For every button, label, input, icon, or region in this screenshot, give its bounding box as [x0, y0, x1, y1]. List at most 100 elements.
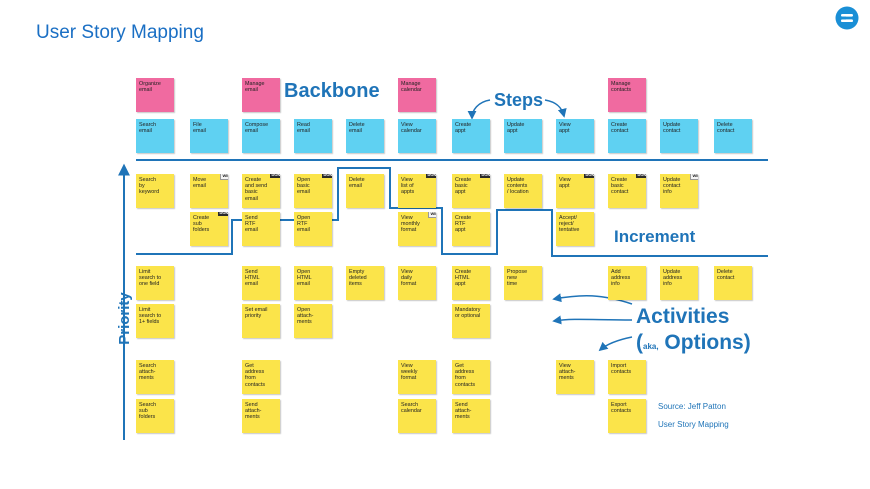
sticky-note-create-html-appt: Create HTML appt	[452, 266, 490, 300]
sticky-note-text: View appt	[559, 177, 571, 190]
sticky-note-text: Open HTML email	[297, 269, 312, 288]
sticky-note-mandatory-or-optional: Mandatory or optional	[452, 304, 490, 338]
source-credit: Source: Jeff Patton	[658, 402, 726, 411]
sticky-note-text: Limit search to one field	[139, 269, 162, 288]
sticky-note-text: Get address from contacts	[455, 363, 476, 388]
sticky-note-text: Limit search to 1+ fields	[139, 307, 162, 326]
sticky-note-search-email: Search email	[136, 119, 174, 153]
sticky-note-text: View weekly format	[401, 363, 418, 382]
sticky-note-text: Get address from contacts	[245, 363, 266, 388]
sticky-note-propose-new-time: Propose new time	[504, 266, 542, 300]
sticky-note-text: Move email	[193, 177, 207, 190]
sticky-note-view-weekly-format: View weekly format	[398, 360, 436, 394]
sticky-note-update-contact: Update contact	[660, 119, 698, 153]
sticky-note-create-basic-contact: Create basic contact DONE	[608, 174, 646, 208]
done-badge: DONE	[636, 174, 646, 178]
sticky-note-text: Update contact info	[663, 177, 681, 196]
sticky-note-move-email: Move email WIP	[190, 174, 228, 208]
sticky-note-create-send-basic-email: Create and send basic emailDONE	[242, 174, 280, 208]
sticky-note-send-attachments: Send attach- ments	[242, 399, 280, 433]
sticky-note-search-sub-folders: Search sub folders	[136, 399, 174, 433]
sticky-note-text: Send attach- ments	[455, 402, 472, 421]
sticky-note-text: Manage contacts	[611, 81, 632, 94]
sticky-note-send-attachments-2: Send attach- ments	[452, 399, 490, 433]
sticky-note-file-email: File email	[190, 119, 228, 153]
sticky-note-get-address-from-contacts-2: Get address from contacts	[452, 360, 490, 394]
sticky-note-text: Export contacts	[611, 402, 632, 415]
sticky-note-limit-search-1plus-fields: Limit search to 1+ fields	[136, 304, 174, 338]
sticky-note-open-rtf-email: Open RTF email	[294, 212, 332, 246]
priority-label: Priority	[115, 292, 133, 345]
sticky-note-text: Organize email	[139, 81, 161, 94]
done-badge: DONE	[322, 174, 332, 178]
options-label: (aka, Options)	[636, 331, 751, 355]
sticky-note-text: Create basic contact	[611, 177, 629, 196]
sticky-note-read-email: Read email	[294, 119, 332, 153]
done-badge: DONE	[218, 212, 228, 216]
sticky-note-view-daily-format: View daily format	[398, 266, 436, 300]
sticky-note-text: Update contact	[663, 122, 681, 135]
sticky-note-text: Open attach- ments	[297, 307, 314, 326]
sticky-note-delete-items: Delete email	[346, 174, 384, 208]
sticky-note-create-rtf-appt: Create RTF appt	[452, 212, 490, 246]
activities-label: Activities	[636, 305, 730, 328]
sticky-note-text: Search sub folders	[139, 402, 157, 421]
increment-label: Increment	[614, 227, 696, 246]
wip-badge: WIP	[428, 212, 436, 218]
sticky-note-text: Create contact	[611, 122, 629, 135]
sticky-note-create-sub-folders: Create sub foldersDONE	[190, 212, 228, 246]
sticky-note-text: Import contacts	[611, 363, 632, 376]
sticky-note-text: Empty deleted items	[349, 269, 367, 288]
sticky-note-text: Delete contact	[717, 122, 735, 135]
sticky-note-compose-email: Compose email	[242, 119, 280, 153]
steps-arrow-left	[467, 99, 491, 120]
sticky-note-create-appt: Create appt	[452, 119, 490, 153]
sticky-note-text: Mandatory or optional	[455, 307, 481, 320]
sticky-note-search-by-keyword: Search by keyword	[136, 174, 174, 208]
sticky-note-text: View appt	[559, 122, 571, 135]
wip-badge: WIP	[220, 174, 228, 180]
sticky-note-text: Delete email	[349, 122, 365, 135]
sticky-note-text: View monthly format	[401, 215, 420, 234]
sticky-note-text: Delete email	[349, 177, 365, 190]
wip-badge: WIP	[690, 174, 698, 180]
sticky-note-text: Read email	[297, 122, 310, 135]
sticky-note-send-html-email: Send HTML email	[242, 266, 280, 300]
sticky-note-text: Update appt	[507, 122, 525, 135]
sticky-note-update-appt: Update appt	[504, 119, 542, 153]
sticky-note-limit-search-one-field: Limit search to one field	[136, 266, 174, 300]
done-badge: DONE	[480, 174, 490, 178]
sticky-note-delete-contact-2: Delete contact	[714, 266, 752, 300]
sticky-note-text: View daily format	[401, 269, 417, 288]
sticky-note-update-contents-location: Update contents / location	[504, 174, 542, 208]
sticky-note-text: Add address info	[611, 269, 631, 288]
done-badge: DONE	[584, 174, 594, 178]
options-text: Options)	[658, 331, 751, 354]
sticky-note-delete-email: Delete email	[346, 119, 384, 153]
options-open-paren: (	[636, 331, 643, 354]
backbone-label: Backbone	[284, 80, 380, 102]
sticky-note-text: View attach- ments	[559, 363, 576, 382]
sticky-note-manage-email: Manage email	[242, 78, 280, 112]
sticky-note-import-contacts: Import contacts	[608, 360, 646, 394]
sticky-note-text: Propose new time	[507, 269, 528, 288]
sticky-note-create-basic-appt: Create basic apptDONE	[452, 174, 490, 208]
sticky-note-text: File email	[193, 122, 206, 135]
sticky-note-text: View calendar	[401, 122, 422, 135]
sticky-note-text: Manage email	[245, 81, 265, 94]
sticky-note-organize-email: Organize email	[136, 78, 174, 112]
sticky-note-text: Send attach- ments	[245, 402, 262, 421]
sticky-note-text: Create RTF appt	[455, 215, 472, 234]
sticky-note-text: Create and send basic email	[245, 177, 268, 202]
sticky-note-add-address-info: Add address info	[608, 266, 646, 300]
sticky-note-text: Update address info	[663, 269, 683, 288]
sticky-note-text: Search by keyword	[139, 177, 160, 196]
sticky-note-text: Open RTF email	[297, 215, 311, 234]
logo-icon	[835, 6, 859, 30]
sticky-note-get-address-from-contacts: Get address from contacts	[242, 360, 280, 394]
sticky-note-text: Send RTF email	[245, 215, 258, 234]
sticky-note-search-attachments: Search attach- ments	[136, 360, 174, 394]
sticky-note-delete-contact: Delete contact	[714, 119, 752, 153]
sticky-note-set-email-priority: Set email priority	[242, 304, 280, 338]
sticky-note-text: Accept/ reject/ tentative	[559, 215, 580, 234]
